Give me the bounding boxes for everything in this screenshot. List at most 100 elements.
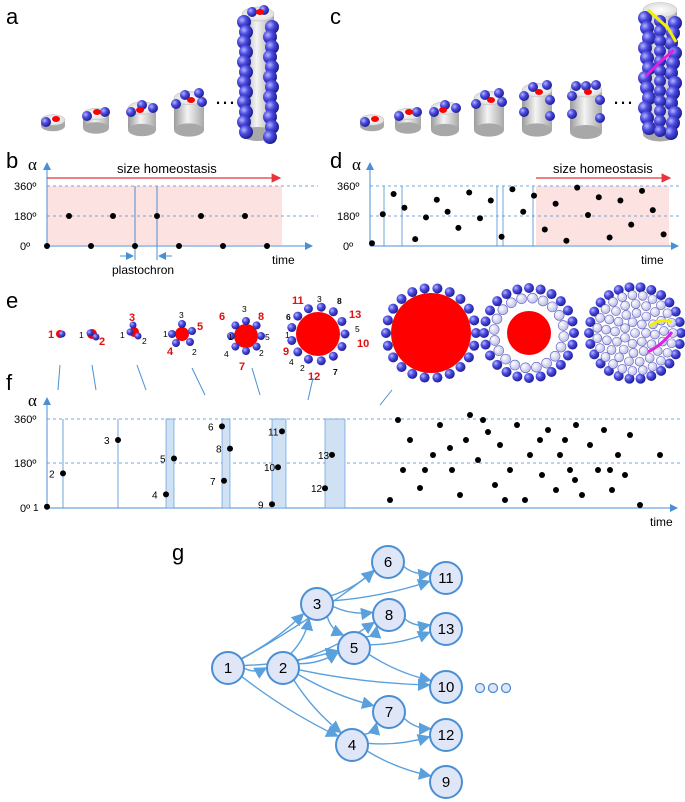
node-12 bbox=[429, 718, 463, 752]
f-homeostasis-point bbox=[595, 467, 601, 473]
panel-a-stems bbox=[40, 5, 279, 144]
e-primordium bbox=[659, 326, 669, 336]
e-primordium bbox=[491, 313, 503, 325]
edge-1-3 bbox=[240, 612, 305, 660]
a-stem-4 bbox=[171, 88, 207, 137]
e-primordium bbox=[178, 320, 186, 328]
e-primordium bbox=[316, 302, 326, 312]
e-number-label: 2 bbox=[192, 347, 197, 357]
e-primordium bbox=[509, 359, 521, 371]
e-primordium bbox=[546, 289, 557, 300]
e-primordium bbox=[662, 347, 673, 358]
c-primordium bbox=[654, 45, 666, 57]
e-number-label: 5 bbox=[355, 324, 360, 334]
e-number-label: 1 bbox=[285, 330, 290, 340]
f-homeostasis-point bbox=[609, 487, 615, 493]
f-homeostasis-point bbox=[553, 487, 559, 493]
f-point-12 bbox=[322, 485, 328, 492]
tick-180-f: 180º bbox=[14, 458, 36, 470]
f-point-label-8: 8 bbox=[216, 445, 222, 456]
e-primordium bbox=[650, 307, 660, 317]
e-primordium bbox=[631, 308, 642, 318]
e-primordium bbox=[604, 314, 615, 325]
e-primordium bbox=[650, 329, 660, 340]
d-point bbox=[628, 221, 635, 228]
edge-3-6 bbox=[330, 569, 375, 597]
f-homeostasis-point bbox=[395, 417, 401, 423]
e-primordium bbox=[512, 284, 523, 295]
d-point bbox=[574, 184, 581, 191]
f-homeostasis-point bbox=[607, 467, 613, 473]
d-point bbox=[541, 226, 548, 233]
c-meristem-dot bbox=[535, 89, 543, 95]
e-primordium bbox=[647, 361, 658, 372]
e-primordium bbox=[641, 328, 651, 338]
e-primordium bbox=[646, 284, 657, 295]
a-primordium bbox=[197, 97, 207, 107]
f-point-6 bbox=[219, 423, 225, 430]
e-primordium bbox=[638, 346, 649, 356]
f-homeostasis-point bbox=[430, 452, 436, 458]
node-3 bbox=[300, 587, 334, 621]
node-label-9: 9 bbox=[442, 774, 450, 791]
f-homeostasis-point bbox=[527, 452, 533, 458]
e-primordium bbox=[656, 355, 666, 366]
panel-letter-c: c bbox=[330, 4, 341, 29]
e-primordium bbox=[613, 284, 624, 295]
e-primordium bbox=[231, 321, 240, 330]
label-plastochron: plastochron bbox=[112, 263, 174, 277]
e-number-label: 4 bbox=[289, 357, 294, 367]
f-point-4 bbox=[163, 491, 169, 498]
b-point bbox=[44, 243, 50, 249]
e-number-label: 7 bbox=[239, 361, 245, 373]
e-primordium bbox=[407, 287, 418, 298]
edge-1-4 bbox=[241, 675, 339, 737]
c-primordium bbox=[654, 105, 666, 117]
e-primordium bbox=[489, 335, 501, 346]
tick-0-d: 0º bbox=[343, 241, 353, 253]
e-primordium bbox=[337, 342, 347, 352]
x-label-b: time bbox=[272, 253, 295, 267]
tick-0-b: 0º bbox=[20, 241, 30, 253]
f-homeostasis-point bbox=[545, 427, 551, 433]
e-to-f-connectors bbox=[57, 364, 393, 406]
a-primordium bbox=[194, 88, 204, 98]
f-homeostasis-point bbox=[539, 472, 545, 478]
f-homeostasis-point bbox=[579, 492, 585, 498]
e-primordium bbox=[541, 357, 552, 369]
c-primordium bbox=[412, 107, 422, 117]
e-primordium bbox=[287, 335, 297, 345]
panel-letter-d: d bbox=[330, 148, 342, 173]
e-primordium bbox=[188, 327, 196, 335]
c-stem-3 bbox=[429, 100, 461, 137]
e-primordium bbox=[589, 306, 600, 317]
e-primordium bbox=[664, 297, 675, 308]
c-primordium bbox=[654, 95, 666, 107]
c-stem-1 bbox=[359, 114, 385, 132]
e-primordium bbox=[617, 292, 628, 302]
e-primordium bbox=[620, 300, 630, 311]
f-homeostasis-point bbox=[437, 422, 443, 428]
c-meristem-dot bbox=[371, 116, 379, 122]
e-parastichy-yellow bbox=[649, 319, 673, 328]
e-primordium bbox=[621, 310, 632, 320]
e-primordium bbox=[635, 373, 646, 384]
y-label-d: α bbox=[352, 155, 361, 174]
e-primordium bbox=[407, 368, 418, 379]
e-number-label: 6 bbox=[286, 312, 291, 322]
e-number-label: 4 bbox=[167, 346, 174, 358]
d-point bbox=[498, 233, 505, 240]
x-label-f: time bbox=[650, 515, 673, 529]
c-primordium bbox=[394, 111, 404, 121]
label-size-homeostasis-b: size homeostasis bbox=[117, 161, 217, 176]
e-primordium bbox=[656, 290, 667, 301]
band-f-2 bbox=[221, 418, 231, 509]
d-point bbox=[531, 192, 537, 199]
b-point bbox=[66, 213, 72, 219]
node-13 bbox=[429, 612, 463, 646]
c-primordium bbox=[494, 88, 504, 98]
edge-5-8 bbox=[365, 625, 382, 639]
f-point-2 bbox=[60, 470, 66, 477]
edge-2-5 bbox=[298, 651, 339, 665]
